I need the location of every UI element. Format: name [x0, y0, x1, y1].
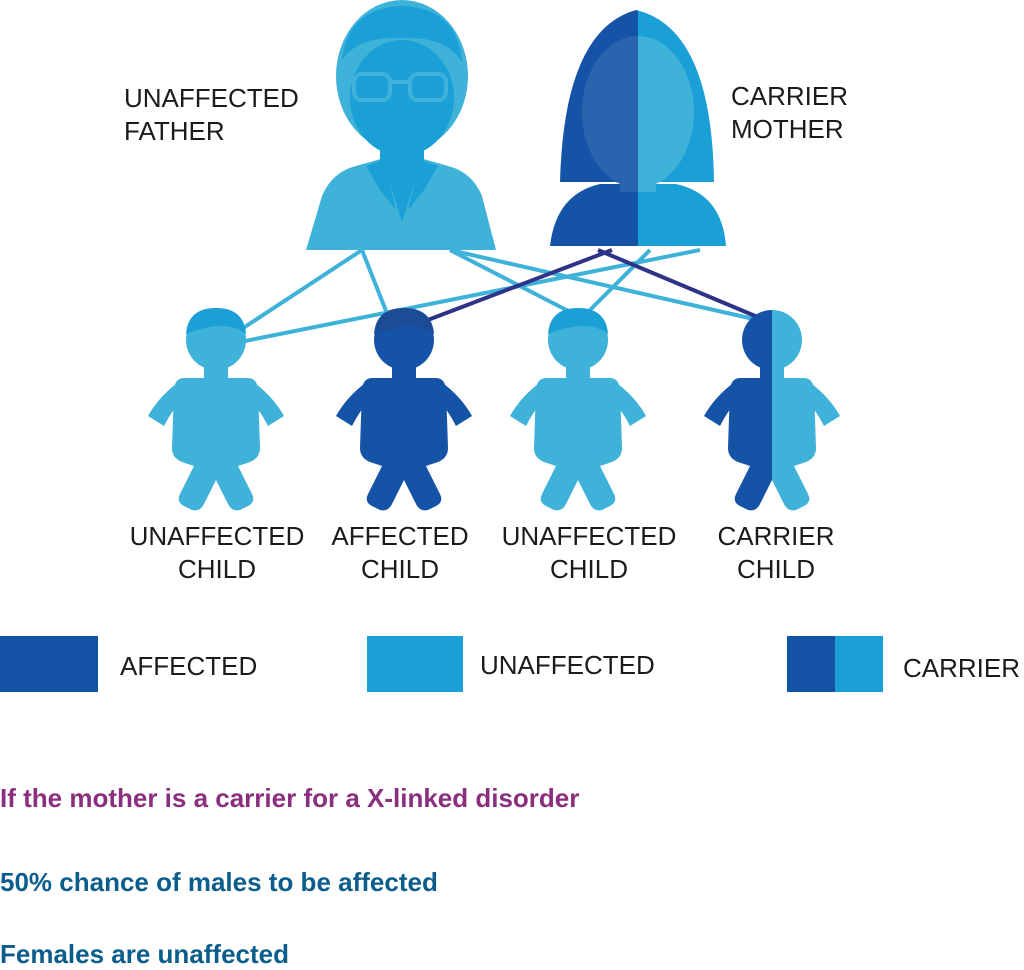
woman-icon [550, 10, 726, 246]
man-with-glasses-icon [306, 0, 496, 250]
fact-females-unaffected: Females are unaffected [0, 939, 290, 969]
child-2-label-line-2: CHILD [360, 554, 439, 584]
mother-to-child-3-line [580, 248, 652, 320]
child-3-label-line-2: CHILD [549, 554, 628, 584]
baby-icon-child-1 [148, 308, 284, 511]
father-label: UNAFFECTED FATHER [124, 82, 299, 148]
father-to-child-3-line [449, 248, 579, 318]
legend-affected-swatch [0, 636, 98, 692]
father-label-line-2: FATHER [124, 116, 225, 146]
mother-to-child-4-line [597, 248, 761, 320]
legend-unaffected-label: UNAFFECTED [480, 650, 655, 680]
fact-males-affected: 50% chance of males to be affected [0, 867, 438, 897]
mother-label: CARRIER MOTHER [731, 80, 848, 146]
child-1-label-line-1: UNAFFECTED [129, 521, 305, 551]
child-1-label-line-2: CHILD [177, 554, 256, 584]
child-3-label-line-1: UNAFFECTED [501, 521, 677, 551]
mother-label-line-1: CARRIER [731, 81, 849, 111]
child-4-label-line-2: CHILD [736, 554, 815, 584]
legend-unaffected-swatch [367, 636, 463, 692]
baby-icon-child-2 [336, 308, 472, 511]
father-to-child-4-line [449, 248, 759, 322]
mother-to-child-1-line [239, 248, 701, 344]
baby-icon-child-3 [510, 308, 646, 511]
legend-affected-label: AFFECTED [120, 651, 258, 681]
child-3-label: UNAFFECTED CHILD [494, 520, 684, 586]
baby-icon-child-4 [704, 310, 840, 511]
child-2-label: AFFECTED CHILD [330, 520, 470, 586]
father-to-child-1-line [226, 248, 364, 340]
child-4-label-line-1: CARRIER [717, 521, 835, 551]
child-4-label: CARRIER CHILD [706, 520, 846, 586]
father-label-line-1: UNAFFECTED [124, 83, 299, 113]
legend-carrier-swatch-right [835, 636, 883, 692]
child-2-label-line-1: AFFECTED [331, 521, 469, 551]
heading-text: If the mother is a carrier for a X-linke… [0, 783, 580, 813]
mother-to-child-2-line [411, 248, 613, 328]
mother-label-line-2: MOTHER [731, 114, 844, 144]
father-to-child-2-line [360, 249, 390, 317]
child-1-label: UNAFFECTED CHILD [122, 520, 312, 586]
inheritance-lines [226, 248, 761, 344]
legend-carrier-swatch-left [787, 636, 835, 692]
legend-carrier-label: CARRIER [903, 653, 1021, 683]
